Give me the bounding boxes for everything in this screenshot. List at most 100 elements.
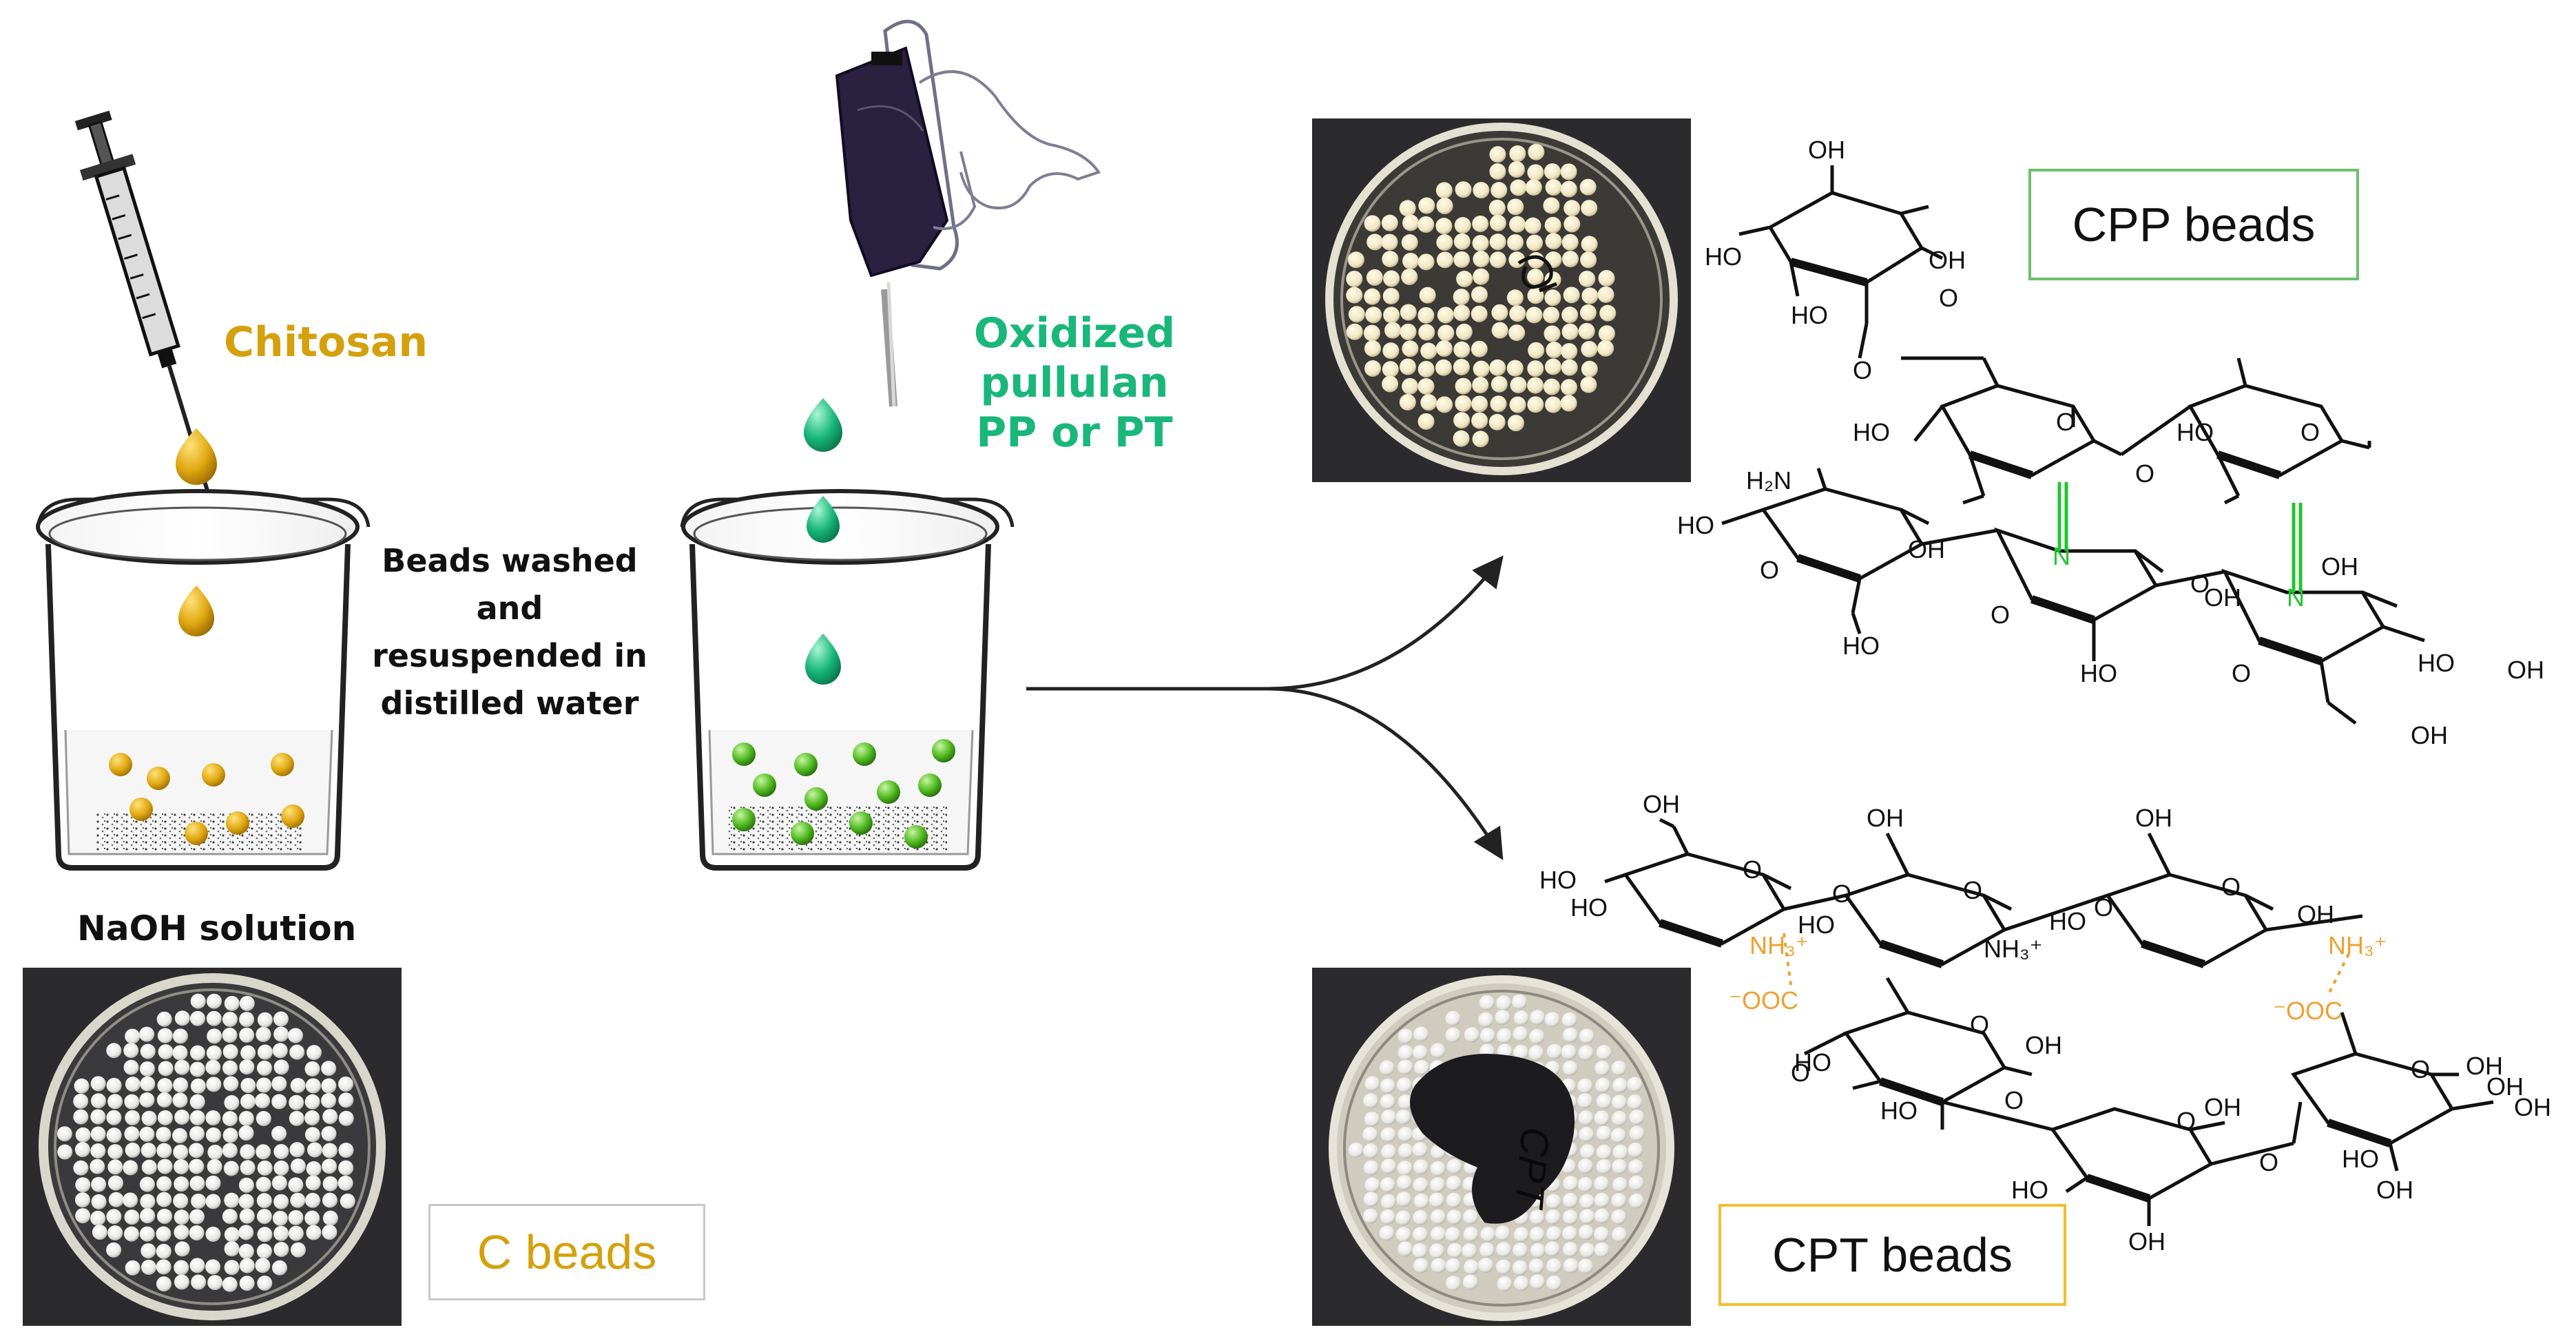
bead	[1612, 1144, 1628, 1160]
bead	[1561, 343, 1578, 360]
bead	[239, 1208, 255, 1224]
bead	[174, 1260, 189, 1276]
bead	[1395, 1109, 1411, 1125]
cpt-beads-photo: CPT	[1312, 968, 1691, 1326]
bead	[1413, 1193, 1429, 1209]
wash-step-line3: resuspended in	[372, 637, 647, 674]
bead	[1445, 1010, 1461, 1026]
bead	[1395, 1210, 1411, 1226]
bead	[1472, 430, 1489, 448]
bead	[1489, 251, 1506, 269]
bead	[1526, 306, 1543, 324]
bead	[90, 1158, 105, 1174]
bead	[1381, 1144, 1397, 1160]
bead	[1417, 378, 1435, 395]
bead	[1382, 342, 1400, 360]
bead	[191, 1274, 207, 1290]
bead	[1579, 1144, 1595, 1160]
bead	[174, 1274, 189, 1290]
svg-text:HO: HO	[1677, 511, 1714, 539]
bead	[1577, 1078, 1593, 1094]
bead	[1529, 1209, 1545, 1225]
bead	[125, 1142, 141, 1158]
bead	[174, 1110, 190, 1125]
bead	[804, 787, 828, 811]
bead	[174, 1225, 189, 1240]
bead	[1497, 1028, 1513, 1043]
bead	[1529, 1227, 1545, 1243]
bead	[1496, 1242, 1512, 1258]
bead	[1495, 1259, 1511, 1275]
bead	[1561, 359, 1578, 376]
bead	[107, 1225, 123, 1240]
svg-text:HO: HO	[2177, 418, 2214, 446]
bead	[1581, 236, 1598, 253]
bead	[74, 1192, 90, 1208]
bead	[1489, 359, 1506, 376]
bead	[1513, 1010, 1529, 1026]
svg-text:OH: OH	[2466, 1052, 2503, 1080]
bead	[1454, 217, 1471, 234]
bead	[1596, 1044, 1612, 1060]
bead	[1578, 1225, 1594, 1240]
bead	[239, 1258, 255, 1274]
bead	[1594, 1226, 1610, 1242]
chitosan-label: Chitosan	[224, 318, 428, 366]
bead	[90, 1109, 106, 1125]
bead	[1472, 235, 1489, 252]
bead	[174, 1059, 190, 1075]
svg-text:O: O	[2094, 893, 2113, 922]
bead	[307, 1045, 322, 1061]
bead	[1420, 342, 1437, 360]
bead	[238, 1125, 254, 1141]
bead	[91, 1176, 107, 1192]
bead	[1527, 377, 1544, 394]
oxidized-pullulan-label: Oxidized pullulan PP or PT	[895, 309, 1254, 457]
cpp-structure	[1721, 165, 2425, 725]
svg-text:O: O	[2177, 1107, 2196, 1135]
bead	[140, 1208, 156, 1224]
bead	[1579, 1028, 1595, 1044]
bead	[1430, 1161, 1446, 1176]
bead	[1510, 179, 1527, 196]
bead	[174, 1241, 190, 1257]
bead	[1455, 395, 1472, 412]
bead	[1417, 216, 1435, 233]
bead	[1596, 1158, 1612, 1174]
bead	[304, 1127, 320, 1143]
bead	[1524, 217, 1541, 234]
bead	[1399, 200, 1416, 217]
bead	[271, 1094, 287, 1110]
bead	[125, 1028, 141, 1044]
bead	[1414, 1060, 1430, 1076]
bead	[107, 1144, 123, 1160]
bead	[1417, 360, 1435, 377]
svg-text:OH: OH	[2204, 1093, 2241, 1121]
bead	[222, 1027, 238, 1043]
bead	[288, 1028, 304, 1043]
bead	[1431, 1258, 1446, 1274]
bead	[106, 1110, 122, 1125]
bead	[1545, 179, 1562, 196]
bead	[1478, 1012, 1494, 1028]
bead	[1544, 163, 1561, 180]
bead	[281, 804, 304, 828]
svg-text:O: O	[1743, 855, 1762, 884]
bead	[877, 780, 900, 804]
bead	[75, 1208, 91, 1224]
bead	[1560, 180, 1577, 198]
bead	[189, 1143, 205, 1158]
bead	[141, 1243, 156, 1259]
bead	[1402, 377, 1419, 395]
bead	[1527, 164, 1544, 181]
bead	[141, 1259, 156, 1275]
bead	[1596, 1094, 1612, 1110]
bead	[1445, 1258, 1461, 1274]
bead	[1578, 1158, 1594, 1174]
bead	[157, 1110, 173, 1125]
wash-step-line1: Beads washed	[382, 542, 638, 579]
bead	[173, 1077, 189, 1093]
bead	[289, 1044, 305, 1060]
bead	[1612, 1176, 1628, 1192]
svg-text:OH: OH	[2128, 1227, 2165, 1256]
